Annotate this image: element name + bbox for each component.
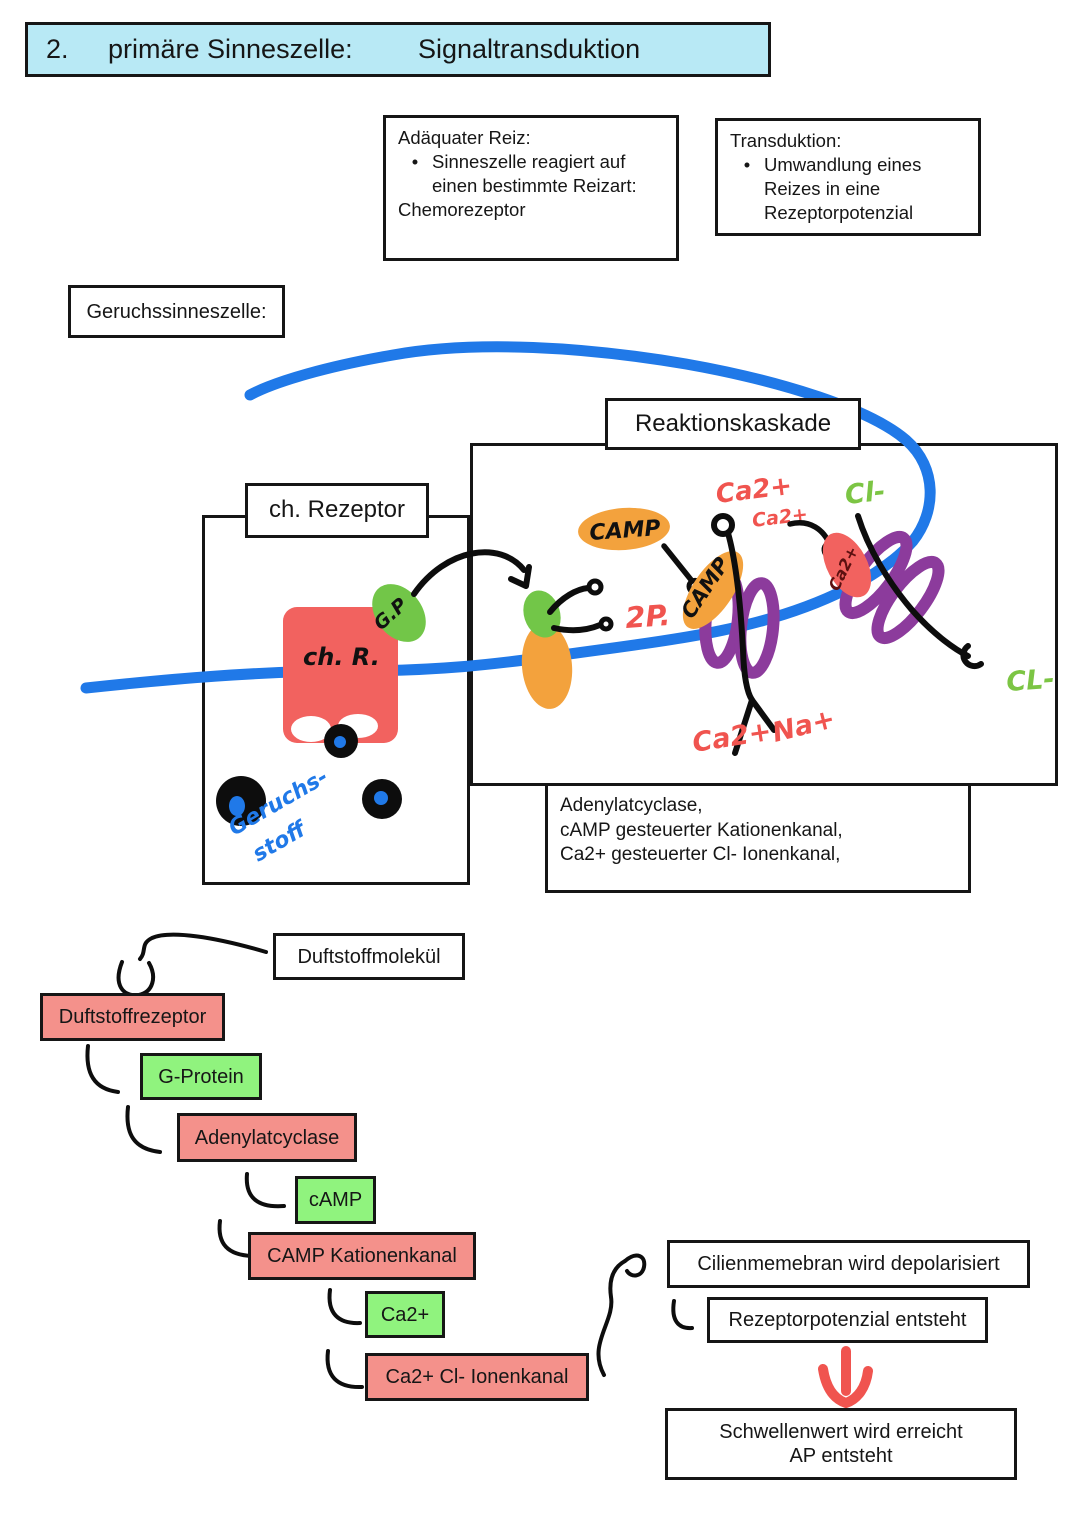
flow-ca2: Ca2+ (365, 1291, 445, 1338)
rezeptorpotenzial-text: Rezeptorpotenzial entsteht (728, 1309, 967, 1331)
adaequater-reiz-box: Adäquater Reiz: Sinneszelle reagiert auf… (383, 115, 679, 261)
flow-duftstoffmolekuel: Duftstoffmolekül (273, 933, 465, 980)
schwellenwert-box: Schwellenwert wird erreicht AP entsteht (665, 1408, 1017, 1480)
scurve-to-cilien (596, 1259, 627, 1377)
komponenten-box: Adenylatcyclase, cAMP gesteuerter Kation… (545, 783, 971, 893)
page-subtitle: Signaltransduktion (418, 34, 641, 65)
flow-adenylatcyclase: Adenylatcyclase (177, 1113, 357, 1162)
flow-ca2-cl-ionenkanal: Ca2+ Cl- Ionenkanal (365, 1353, 589, 1401)
komponenten-line-3: Ca2+ gesteuerter Cl- Ionenkanal, (560, 844, 841, 866)
duftstoff-squiggle-arrow (138, 932, 268, 961)
cilienmembran-text: Cilienmemebran wird depolarisiert (697, 1253, 1000, 1275)
ch-rezeptor-text: ch. Rezeptor (268, 496, 406, 524)
page-title-bar: 2. primäre Sinneszelle: Signaltransdukti… (25, 22, 771, 77)
flow-camp-text: cAMP (308, 1189, 363, 1211)
reaktionskaskade-label: Reaktionskaskade (605, 398, 861, 450)
ch-rezeptor-label: ch. Rezeptor (245, 483, 429, 538)
flow-gprotein-text: G-Protein (158, 1065, 244, 1088)
flow-gprotein: G-Protein (140, 1053, 262, 1100)
cilienmembran-box: Cilienmemebran wird depolarisiert (667, 1240, 1030, 1288)
komponenten-line-1: Adenylatcyclase, (560, 795, 703, 816)
hook-gprotein-cyclase (125, 1105, 162, 1154)
transduktion-box: Transduktion: Umwandlung eines Reizes in… (715, 118, 981, 236)
transduktion-title: Transduktion: (730, 130, 842, 151)
hook-rezeptor-gprotein (85, 1044, 120, 1094)
komponenten-line-2: cAMP gesteuerter Kationenkanal, (560, 819, 843, 841)
flow-ca2-text: Ca2+ (380, 1303, 430, 1326)
flow-duftstoffmolekuel-text: Duftstoffmolekül (297, 945, 441, 968)
duftstoff-receptor-cup (116, 960, 156, 998)
scurve-arrowhead-loop (623, 1253, 647, 1278)
flow-duftstoffrezeptor-text: Duftstoffrezeptor (58, 1006, 207, 1028)
red-down-arrow-head (818, 1364, 873, 1409)
hook-kationenkanal-ca2 (327, 1288, 362, 1326)
hook-cyclase-camp (244, 1172, 286, 1209)
rezeptorpotenzial-box: Rezeptorpotenzial entsteht (707, 1297, 988, 1343)
flow-duftstoffrezeptor: Duftstoffrezeptor (40, 993, 225, 1041)
page-title: primäre Sinneszelle: (108, 34, 353, 65)
schwellenwert-line2: AP entsteht (789, 1445, 893, 1467)
hook-ca2-ionenkanal (325, 1349, 364, 1390)
ch-rezeptor-container-box (202, 515, 470, 885)
title-number: 2. (46, 34, 69, 65)
adaequater-reiz-bullet: Sinneszelle reagiert auf einen bestimmte… (432, 151, 637, 197)
flow-camp-kationenkanal: CAMP Kationenkanal (248, 1232, 476, 1280)
adaequater-reiz-footer: Chemorezeptor (398, 199, 526, 221)
reaktionskaskade-container-box (470, 443, 1058, 786)
hook-cilien-rezeptorpotenzial (671, 1299, 694, 1331)
flow-camp-kationenkanal-text: CAMP Kationenkanal (267, 1245, 457, 1267)
geruchssinneszelle-text: Geruchssinneszelle: (86, 300, 267, 323)
geruchssinneszelle-label: Geruchssinneszelle: (68, 285, 285, 338)
flow-ca2-cl-ionenkanal-text: Ca2+ Cl- Ionenkanal (385, 1366, 569, 1388)
schwellenwert-line1: Schwellenwert wird erreicht (719, 1421, 963, 1443)
flow-adenylatcyclase-text: Adenylatcyclase (194, 1126, 340, 1149)
adaequater-reiz-title: Adäquater Reiz: (398, 127, 531, 148)
flow-camp: cAMP (295, 1176, 376, 1224)
reaktionskaskade-text: Reaktionskaskade (634, 409, 832, 437)
transduktion-bullet: Umwandlung eines Reizes in eine Rezeptor… (764, 154, 922, 224)
